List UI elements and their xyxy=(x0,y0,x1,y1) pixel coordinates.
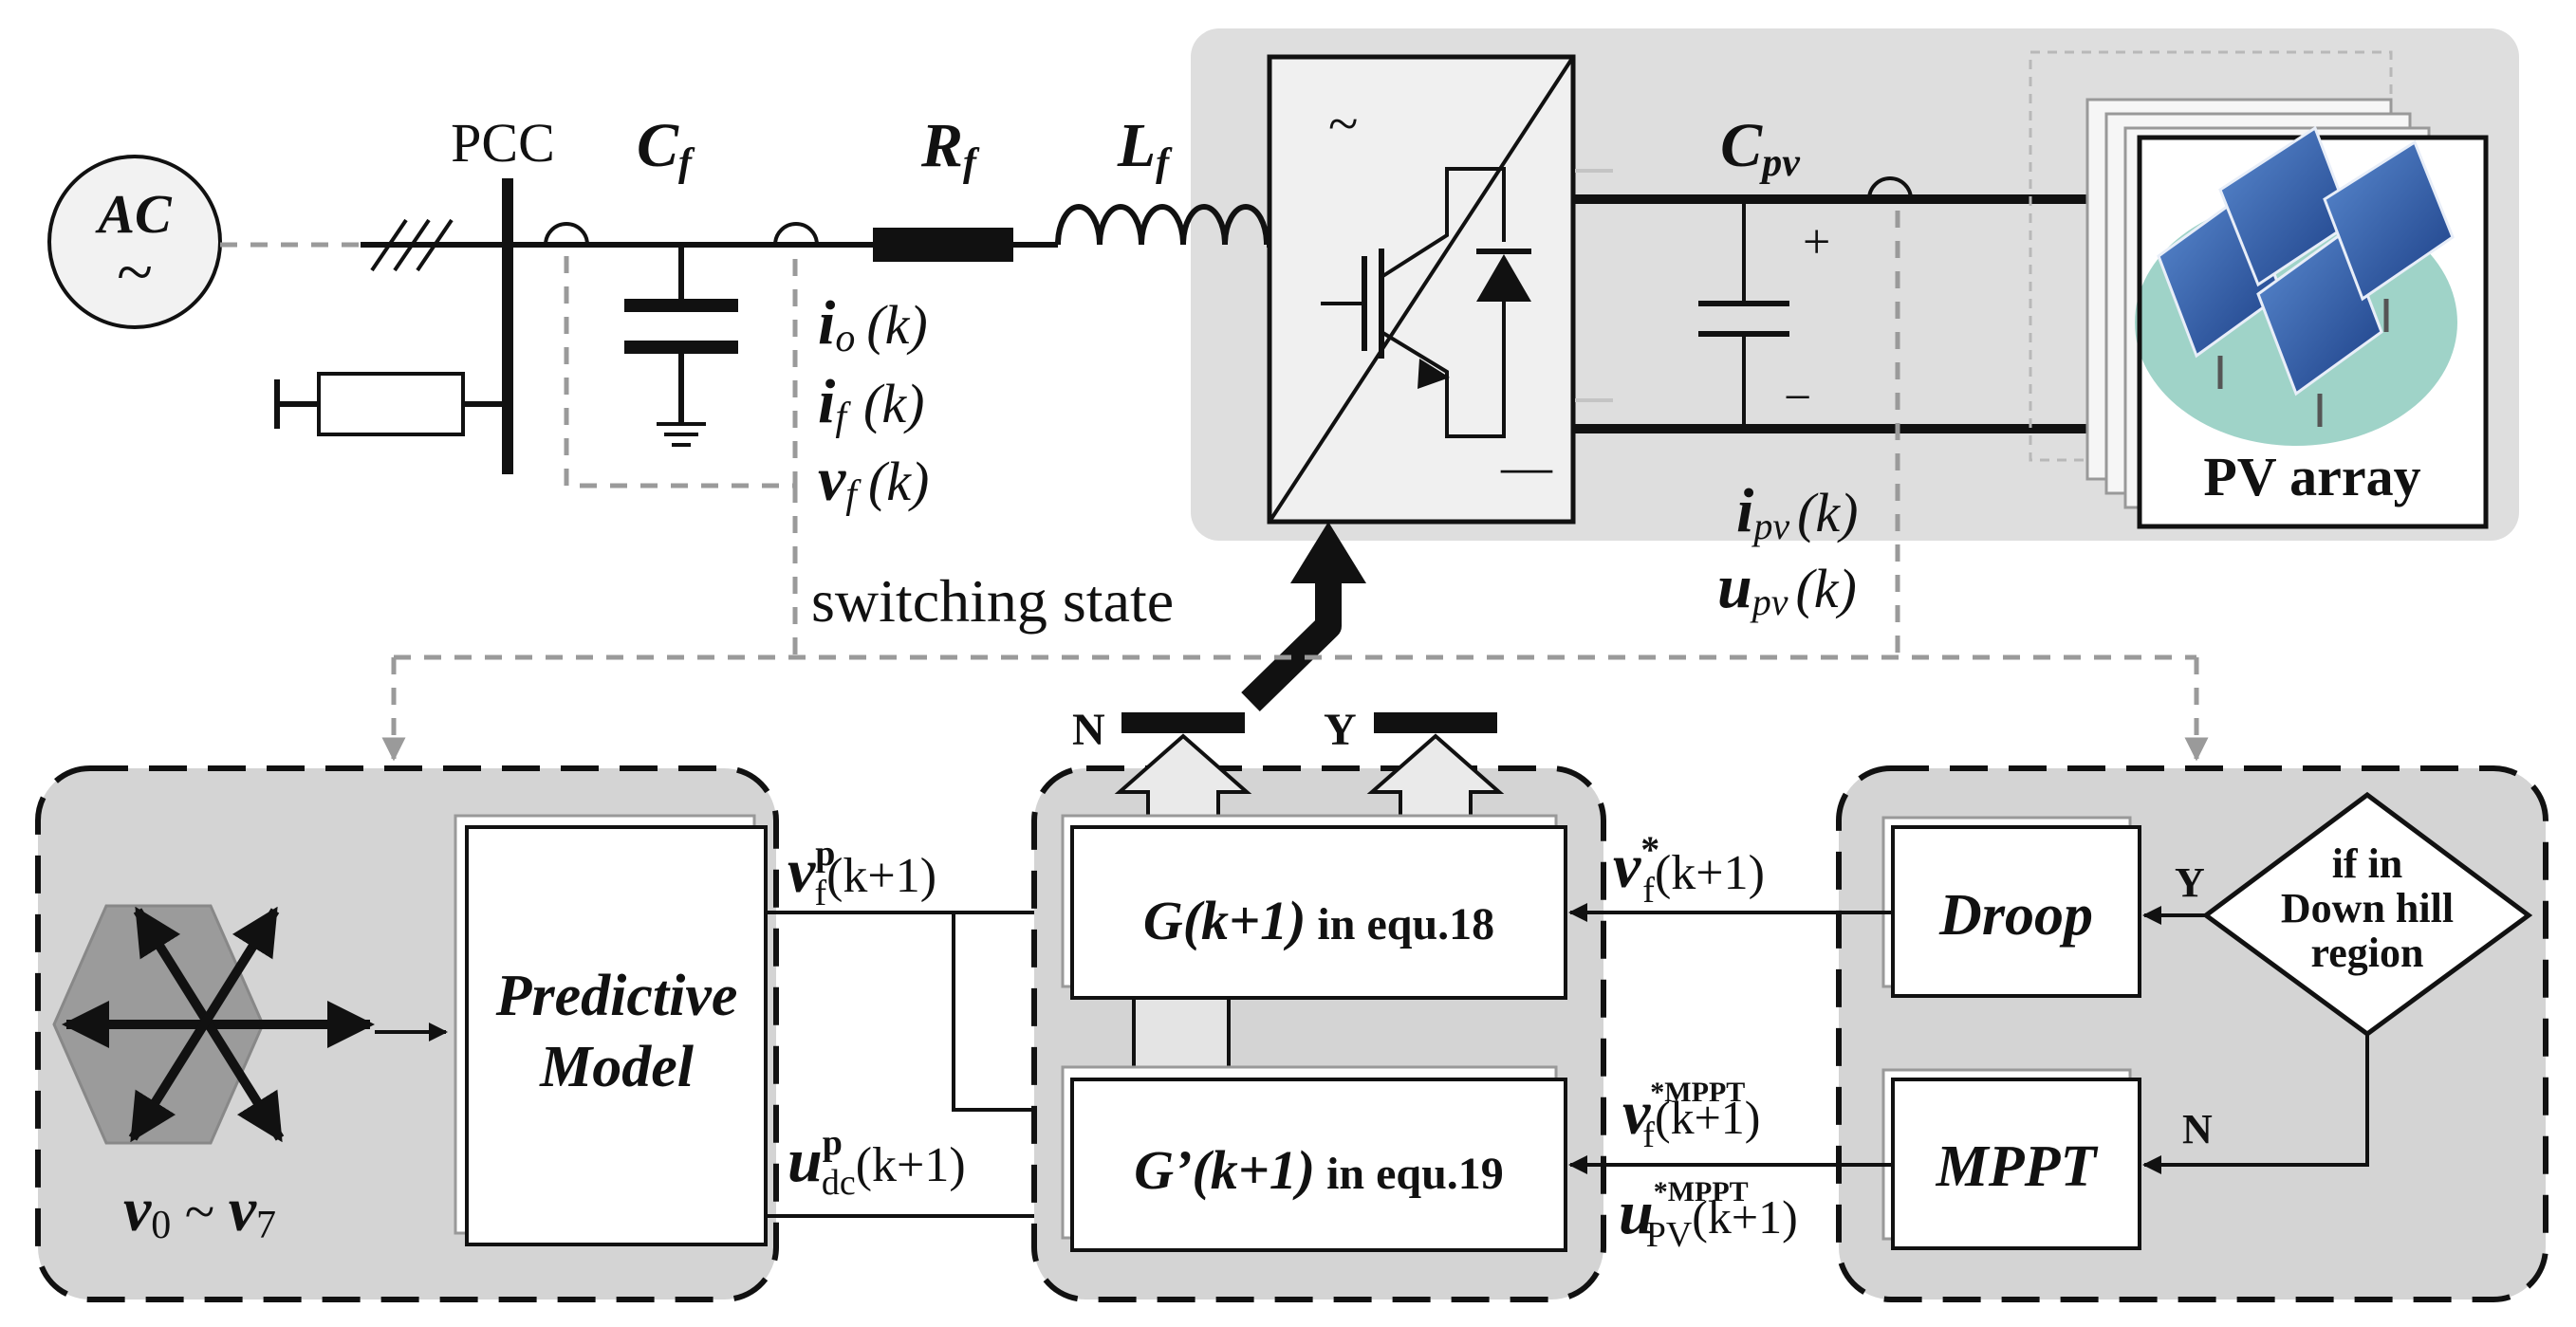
if-measure: if(k) xyxy=(818,367,924,439)
switching-state-arrow xyxy=(1241,522,1366,712)
droop-label: Droop xyxy=(1938,883,2093,948)
plus-sign: + xyxy=(1803,215,1830,269)
igbt-icon xyxy=(1321,167,1531,438)
filter-resistor xyxy=(873,228,1013,262)
current-sensor-pv xyxy=(1867,176,1913,200)
ipv-measure: ipv(k) xyxy=(1736,476,1858,547)
current-sensor-2 xyxy=(773,222,819,246)
dc-link-capacitor xyxy=(1698,199,1789,429)
cost-function-g-label: G(k+1) in equ.18 xyxy=(1143,890,1494,951)
decision-yes-label: Y xyxy=(2175,859,2205,906)
rf-label: Rf xyxy=(920,111,980,185)
io-measure: io(k) xyxy=(818,288,928,360)
inverter: ~ — xyxy=(1267,54,1576,525)
predictive-model-label-1: Predictive xyxy=(495,964,738,1028)
lf-label: Lf xyxy=(1117,111,1173,185)
upv-measure: upv(k) xyxy=(1717,552,1857,623)
cost-function-g2-box xyxy=(1070,1078,1567,1252)
predictive-model-label-2: Model xyxy=(539,1035,695,1099)
cost-function-g2-label: G’(k+1) in equ.19 xyxy=(1134,1139,1504,1201)
pcc-label: PCC xyxy=(451,112,555,174)
ac-source: AC ~ xyxy=(47,155,222,329)
minus-sign: − xyxy=(1784,371,1811,425)
decision-text-3: region xyxy=(2311,930,2424,976)
three-phase-marker xyxy=(370,218,454,272)
measurement-path xyxy=(564,256,798,488)
cost-function-g-box xyxy=(1070,825,1567,1000)
cpv-label: Cpv xyxy=(1720,111,1801,185)
ac-measurements: io(k) if(k) vf(k) xyxy=(818,288,929,517)
ac-source-label: AC xyxy=(95,183,173,245)
switching-state-label: switching state xyxy=(811,567,1174,635)
filter-inductor xyxy=(1055,204,1269,246)
mppt-box xyxy=(1891,1078,2141,1250)
selector-y-label: Y xyxy=(1324,705,1357,755)
decision-no-label: N xyxy=(2182,1106,2213,1152)
selector-y-bar xyxy=(1374,712,1497,733)
voltage-vectors-icon xyxy=(52,904,375,1145)
current-sensor-1 xyxy=(544,222,589,246)
selector-n-bar xyxy=(1121,712,1245,733)
inverter-tilde: ~ xyxy=(1328,93,1358,155)
decision-text-1: if in xyxy=(2332,840,2403,887)
pv-array: PV array xyxy=(2029,50,2489,529)
decision-text-2: Down hill xyxy=(2281,885,2454,931)
vf-reference-label: v*f(k+1) xyxy=(1613,828,1765,911)
cf-label: Cf xyxy=(637,111,695,185)
vf-measure: vf(k) xyxy=(818,445,929,517)
pv-array-label: PV array xyxy=(2203,446,2420,507)
inverter-minus: — xyxy=(1500,438,1553,495)
local-load xyxy=(274,372,508,436)
selector-n-label: N xyxy=(1072,705,1105,755)
predictive-model-box xyxy=(465,825,768,1246)
vectors-label: v0 ~ v7 xyxy=(123,1175,276,1247)
solar-panel-icon xyxy=(2157,125,2455,427)
mppt-label: MPPT xyxy=(1936,1134,2099,1199)
filter-capacitor xyxy=(624,245,738,447)
ac-tilde: ~ xyxy=(117,236,153,309)
